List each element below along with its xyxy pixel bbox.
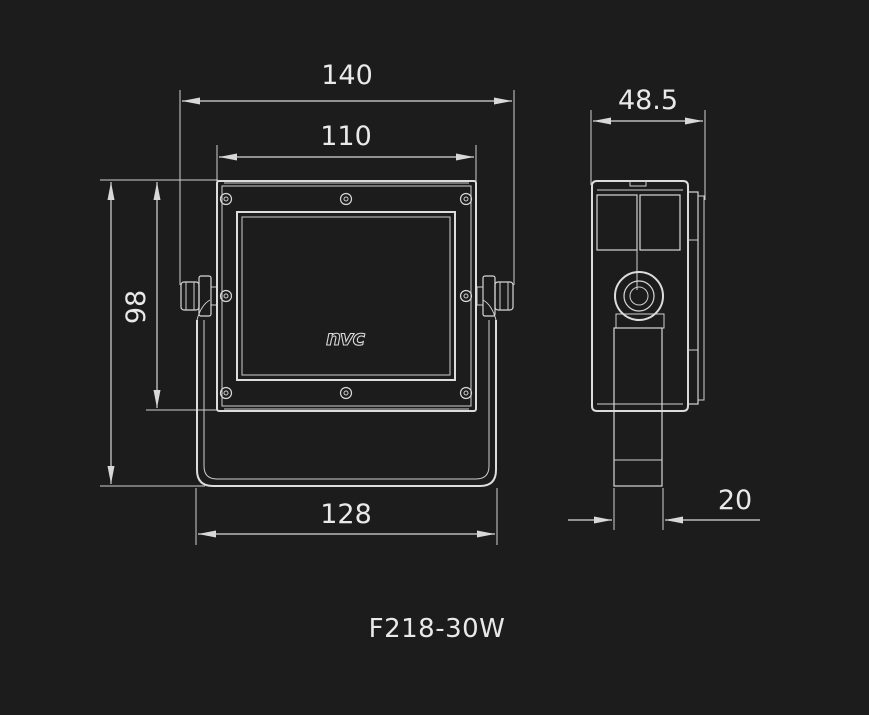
screw-icon	[459, 289, 473, 303]
screw-icon	[459, 192, 473, 206]
side-view: 48.5	[568, 85, 760, 530]
screw-icon	[219, 386, 233, 400]
dimension-total-width: 140	[179, 60, 515, 285]
side-body	[591, 180, 705, 412]
dimension-body-width: 110	[216, 121, 477, 182]
body-width-label: 110	[320, 121, 372, 152]
left-knob	[180, 275, 218, 317]
depth-label: 48.5	[618, 85, 678, 116]
height-label: 98	[121, 290, 152, 324]
dimension-bracket-width: 128	[195, 488, 498, 545]
dimension-height: 98	[100, 179, 218, 487]
brand-logo: nvc	[326, 326, 366, 350]
mounting-bracket	[196, 299, 497, 487]
side-bracket	[613, 327, 663, 487]
screw-icon	[339, 386, 353, 400]
right-knob	[476, 275, 514, 317]
front-view: 140 110 98	[100, 60, 515, 545]
lamp-body	[216, 180, 477, 412]
screw-icon	[459, 386, 473, 400]
screw-icon	[219, 192, 233, 206]
total-width-label: 140	[321, 60, 373, 91]
screw-icon	[219, 289, 233, 303]
bracket-depth-label: 20	[718, 485, 752, 516]
dimension-bracket-depth: 20	[568, 485, 760, 530]
screws	[219, 192, 473, 400]
dimension-depth: 48.5	[590, 85, 706, 200]
screw-icon	[339, 192, 353, 206]
bracket-width-label: 128	[320, 499, 372, 530]
side-knob	[614, 271, 664, 321]
model-name: F218-30W	[369, 614, 506, 644]
